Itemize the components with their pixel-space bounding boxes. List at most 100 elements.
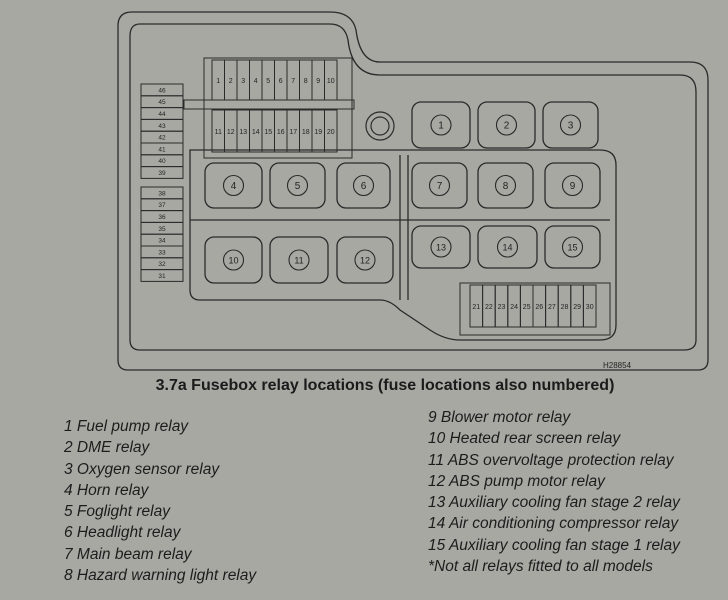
relay-socket	[336, 236, 394, 284]
legend-item: 7 Main beam relay	[64, 545, 192, 563]
fuse-number: 25	[523, 304, 531, 311]
fuse-number: 43	[158, 123, 166, 130]
relay-number: 11	[294, 256, 303, 266]
fuse-number: 45	[158, 99, 166, 106]
relay-socket	[411, 162, 468, 209]
relay-socket	[477, 101, 536, 149]
relay-number-circle	[288, 249, 310, 271]
relay-13: 13	[411, 225, 471, 269]
relay-number: 2	[504, 121, 510, 132]
fuse-number: 42	[158, 135, 166, 142]
fuse-number: 6	[279, 78, 283, 85]
fuse-number: 39	[158, 170, 166, 177]
legend-item: 5 Foglight relay	[64, 503, 170, 521]
fuse-slot	[140, 269, 184, 282]
legend-item: 11 ABS overvoltage protection relay	[428, 451, 674, 469]
fuse-number: 24	[510, 304, 518, 311]
relay-2: 2	[477, 101, 536, 149]
legend-item: 14 Air conditioning compressor relay	[428, 515, 679, 533]
legend-item: 3 Oxygen sensor relay	[64, 460, 220, 478]
fuse-number: 14	[252, 129, 260, 136]
fuse-number: 28	[561, 304, 569, 311]
relay-socket	[477, 162, 534, 209]
relay-4: 4	[204, 162, 263, 209]
fuse-number: 46	[158, 87, 166, 94]
grommet-circle	[365, 111, 395, 141]
legend-item: 4 Horn relay	[64, 481, 149, 499]
fuse-number: 3	[241, 78, 245, 85]
relay-10: 10	[204, 236, 263, 284]
lower-fuse-block	[459, 282, 611, 336]
relay-legend-right: 9 Blower motor relay 10 Heated rear scre…	[428, 407, 680, 577]
fuse-number: 20	[327, 129, 335, 136]
fuse-number: 34	[158, 238, 166, 245]
relay-socket	[544, 162, 601, 209]
relay-socket	[269, 162, 326, 209]
fuse-number: 5	[266, 78, 270, 85]
fuse-number: 9	[316, 78, 320, 85]
fuse-number: 29	[573, 304, 581, 311]
fuse-number: 22	[485, 304, 493, 311]
legend-item: 10 Heated rear screen relay	[428, 430, 621, 448]
fusebox-outline	[117, 11, 709, 371]
legend-item: 15 Auxiliary cooling fan stage 1 relay	[428, 536, 680, 554]
relay-number-circle	[495, 114, 518, 136]
legend-item: 8 Hazard warning light relay	[64, 567, 257, 585]
fuse-number: 23	[498, 304, 506, 311]
relay-number: 15	[567, 243, 577, 253]
upper-fuse-block	[203, 57, 353, 159]
relay-15: 15	[544, 225, 601, 269]
relay-number: 14	[502, 243, 512, 253]
relay-number-circle	[430, 236, 452, 258]
fuse-number: 18	[302, 129, 310, 136]
fuse-number: 13	[239, 129, 247, 136]
fuse-number: 10	[327, 78, 335, 85]
fuse-number: 12	[227, 129, 235, 136]
fuse-number: 8	[304, 78, 308, 85]
fuse-number: 30	[586, 304, 594, 311]
fuse-number: 41	[158, 146, 166, 153]
fuse-number: 36	[158, 214, 166, 221]
fuse-number: 11	[215, 129, 222, 136]
legend-item: 6 Headlight relay	[64, 524, 181, 542]
fuse-number: 35	[158, 226, 166, 233]
relay-9: 9	[544, 162, 601, 209]
relay-number-circle	[354, 249, 376, 271]
relay-number-circle	[559, 114, 582, 136]
relay-number-circle	[428, 174, 451, 197]
figure-reference-code: H28854	[603, 361, 632, 370]
legend-item: 2 DME relay	[64, 439, 150, 457]
fuse-number: 40	[158, 158, 166, 165]
legend-item: *Not all relays fitted to all models	[428, 558, 653, 576]
fuse-number: 1	[216, 78, 220, 85]
relay-3: 3	[542, 101, 599, 149]
relay-number-circle	[352, 174, 375, 197]
fuse-number: 21	[472, 304, 480, 311]
fuse-number: 38	[158, 190, 166, 197]
fuse-number: 37	[158, 202, 166, 209]
relay-number: 8	[503, 181, 509, 192]
fuse-slot	[582, 284, 597, 328]
relay-socket	[269, 236, 329, 284]
figure-caption: 3.7a Fusebox relay locations (fuse locat…	[155, 377, 615, 394]
fuse-number: 2	[229, 78, 233, 85]
relay-number: 3	[568, 121, 574, 132]
fuse-number: 17	[289, 129, 297, 136]
relay-number-circle	[561, 174, 584, 197]
fuse-number: 7	[291, 78, 295, 85]
relay-panel-lower	[189, 149, 617, 341]
relay-14: 14	[477, 225, 538, 269]
relay-socket	[477, 225, 538, 269]
relay-6: 6	[336, 162, 391, 209]
relay-number: 13	[436, 243, 446, 253]
fuse-slot	[324, 109, 338, 153]
fuse-number: 4	[254, 78, 258, 85]
relay-socket	[411, 225, 471, 269]
relay-number-circle	[561, 236, 584, 258]
legend-item: 13 Auxiliary cooling fan stage 2 relay	[428, 494, 680, 512]
grommet-inner-circle	[370, 116, 390, 136]
relay-7: 7	[411, 162, 468, 209]
fuse-number: 31	[158, 273, 166, 280]
fusebox-inner-outline	[129, 23, 697, 351]
